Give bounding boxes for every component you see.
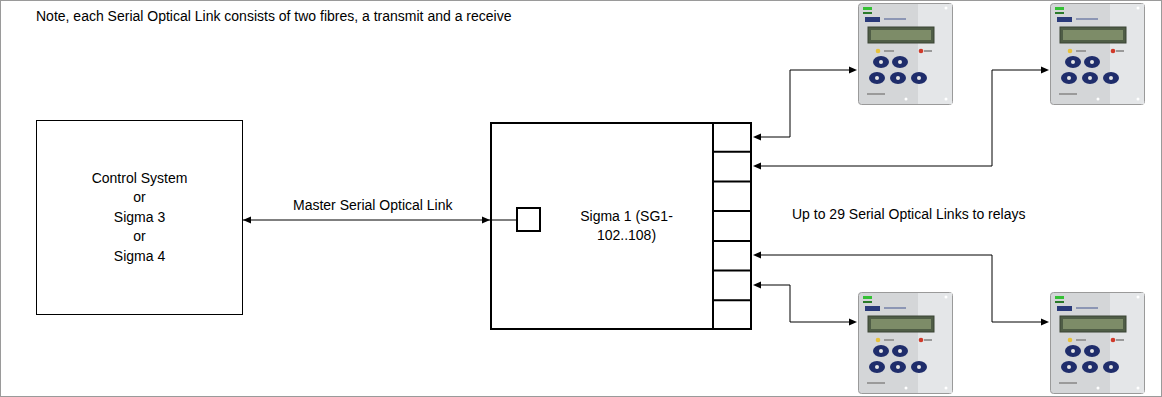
port-divider bbox=[713, 299, 752, 301]
master-port bbox=[517, 208, 540, 231]
relay-unit bbox=[1051, 293, 1145, 394]
arrow-head bbox=[849, 67, 857, 74]
optical-link bbox=[243, 217, 490, 224]
arrow-head bbox=[849, 319, 857, 326]
relay-link-note: Up to 29 Serial Optical Links to relays bbox=[790, 205, 1027, 223]
relay-link bbox=[761, 255, 1041, 322]
relay-link bbox=[761, 70, 849, 137]
node-text: Sigma 1 (SG1-102..108) bbox=[567, 207, 687, 246]
control-system-box: Control SystemorSigma 3orSigma 4 bbox=[36, 120, 243, 315]
link-line bbox=[243, 220, 490, 221]
master-port-lead bbox=[492, 220, 517, 221]
sigma-one-unit: Sigma 1 (SG1-102..108) bbox=[490, 122, 752, 330]
port-divider bbox=[713, 240, 752, 242]
port-column-edge bbox=[712, 122, 714, 330]
relay-unit bbox=[1051, 4, 1145, 105]
port-divider bbox=[713, 180, 752, 182]
note-text: Note, each Serial Optical Link consists … bbox=[36, 7, 511, 25]
unit-label-area: Sigma 1 (SG1-102..108) bbox=[540, 124, 713, 328]
relays bbox=[859, 4, 1145, 394]
port-divider bbox=[713, 270, 752, 272]
arrow-head bbox=[482, 217, 490, 224]
node-text: Sigma 4 bbox=[114, 247, 165, 267]
node-text: or bbox=[133, 227, 145, 247]
sigma-ports bbox=[492, 122, 752, 330]
port-divider bbox=[713, 210, 752, 212]
relay-link-heads bbox=[753, 67, 1049, 326]
arrow-head bbox=[1041, 67, 1049, 74]
relay-unit bbox=[859, 4, 953, 105]
port-divider bbox=[713, 151, 752, 153]
arrow-head bbox=[753, 282, 761, 289]
arrow-head bbox=[243, 217, 251, 224]
node-text: Control System bbox=[92, 169, 188, 189]
relay-links bbox=[761, 70, 1041, 322]
node-text: or bbox=[133, 188, 145, 208]
arrow-head bbox=[753, 134, 761, 141]
arrow-head bbox=[753, 252, 761, 259]
arrow-head bbox=[753, 163, 761, 170]
relay-link bbox=[761, 70, 1041, 166]
relay-link bbox=[761, 285, 849, 322]
node-text: Sigma 3 bbox=[114, 208, 165, 228]
relay-unit bbox=[859, 293, 953, 394]
arrow-head bbox=[1041, 319, 1049, 326]
link-label: Master Serial Optical Link bbox=[291, 196, 455, 214]
